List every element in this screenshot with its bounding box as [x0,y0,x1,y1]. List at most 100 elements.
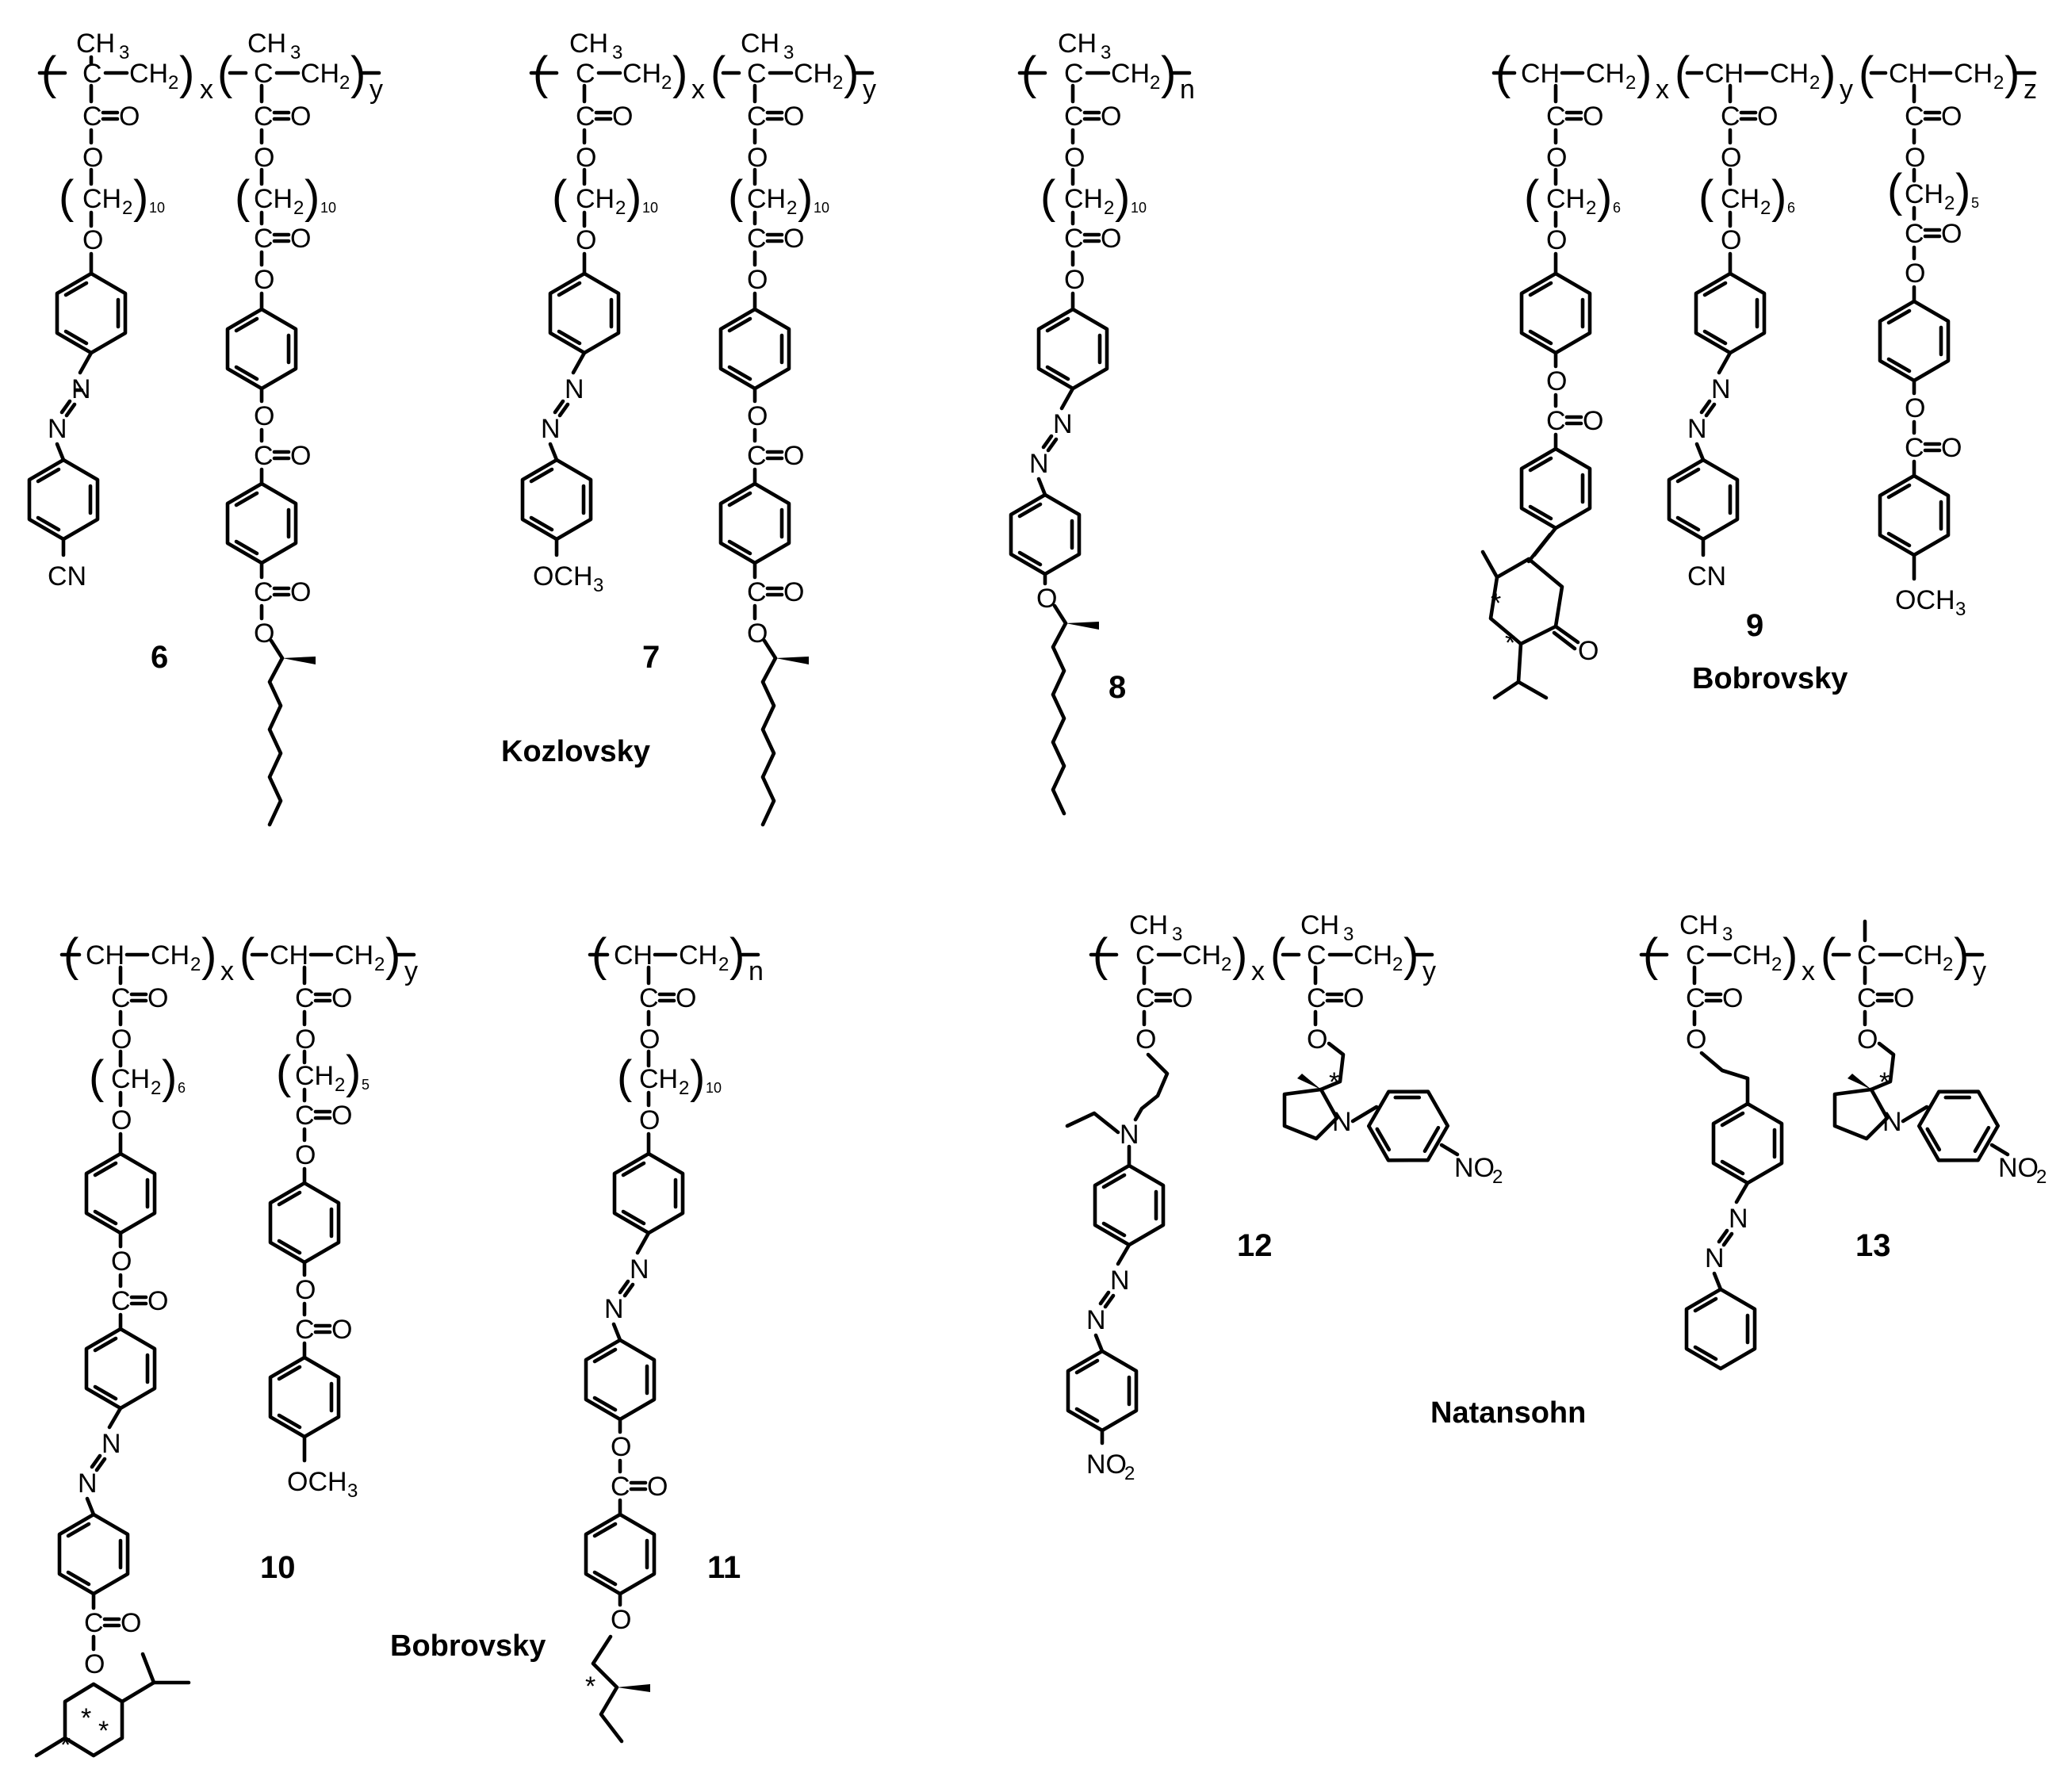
svg-text:CH: CH [1770,59,1809,89]
svg-text:y: y [369,75,383,105]
svg-text:NO: NO [1998,1153,2039,1183]
svg-text:): ) [162,1051,177,1103]
svg-text:O: O [576,143,596,173]
svg-text:O: O [119,101,140,132]
svg-text:C: C [254,59,274,89]
svg-text:(: ( [276,1047,291,1098]
svg-text:2: 2 [1150,72,1160,94]
svg-text:CH: CH [679,940,718,971]
svg-text:C: C [747,441,767,471]
svg-text:6: 6 [1787,200,1795,216]
compound-label-10: 10 [260,1550,296,1585]
svg-text:2: 2 [190,954,201,975]
svg-text:CH: CH [576,184,615,214]
svg-text:C: C [1064,224,1084,254]
svg-text:): ) [672,48,687,99]
svg-text:OCH: OCH [1895,585,1955,615]
svg-text:N: N [630,1254,649,1285]
svg-text:*: * [1879,1067,1890,1097]
svg-text:O: O [82,225,103,255]
svg-text:2: 2 [293,197,304,219]
svg-text:N: N [1086,1305,1106,1335]
svg-text:6: 6 [178,1080,186,1096]
svg-text:O: O [639,1105,660,1135]
svg-text:O: O [1905,143,1925,173]
svg-text:C: C [1546,406,1566,436]
svg-text:x: x [220,956,234,986]
svg-text:O: O [611,1605,631,1635]
svg-text:3: 3 [612,42,622,63]
svg-text:y: y [1973,956,1986,986]
svg-text:C: C [1307,940,1327,971]
svg-text:C: C [1686,940,1706,971]
svg-text:(: ( [1887,165,1902,216]
svg-text:O: O [747,143,768,173]
svg-text:O: O [611,1432,631,1462]
svg-text:O: O [295,1140,316,1170]
svg-text:x: x [691,75,705,105]
svg-text:2: 2 [1492,1166,1503,1188]
svg-text:C: C [611,1472,630,1502]
svg-text:O: O [1546,225,1567,255]
svg-text:NO: NO [1086,1449,1127,1480]
svg-text:): ) [2004,48,2020,99]
svg-text:N: N [541,414,561,444]
svg-text:*: * [1491,588,1501,618]
svg-text:C: C [254,441,274,471]
svg-text:2: 2 [339,72,350,94]
svg-text:C: C [747,224,767,254]
svg-text:OCH: OCH [287,1467,347,1497]
svg-text:5: 5 [362,1077,369,1093]
svg-text:2: 2 [1221,954,1231,975]
svg-text:10: 10 [1131,200,1147,216]
svg-text:3: 3 [1101,42,1111,63]
svg-text:3: 3 [1722,924,1733,945]
svg-text:CH: CH [301,59,339,89]
svg-text:O: O [1135,1024,1156,1055]
svg-text:2: 2 [1809,72,1820,94]
svg-text:y: y [404,956,418,986]
svg-text:(: ( [1675,48,1690,99]
svg-text:): ) [1771,171,1786,223]
svg-text:2: 2 [1944,193,1955,214]
svg-text:CH: CH [1546,184,1585,214]
svg-text:CN: CN [1687,561,1726,592]
svg-text:C: C [1307,983,1327,1013]
svg-text:): ) [1403,929,1419,981]
svg-text:CH: CH [1905,179,1943,209]
svg-text:N: N [1729,1204,1748,1234]
compound-label-12: 12 [1237,1228,1273,1263]
svg-text:): ) [1821,48,1836,99]
svg-text:2: 2 [661,72,672,94]
svg-text:O: O [1905,393,1925,423]
svg-text:O: O [1721,225,1741,255]
svg-text:O: O [1546,143,1567,173]
svg-text:3: 3 [1172,924,1182,945]
svg-text:O: O [331,1315,352,1345]
svg-text:2: 2 [679,1078,689,1099]
svg-text:(: ( [1698,171,1713,223]
svg-text:O: O [783,577,804,607]
svg-text:*: * [1329,1067,1339,1097]
svg-text:): ) [1161,48,1176,99]
author-bobrovsky-bottom: Bobrovsky [390,1629,546,1663]
svg-text:): ) [1597,171,1612,223]
svg-text:O: O [111,1105,132,1135]
svg-text:O: O [576,225,596,255]
svg-text:): ) [1115,171,1130,223]
svg-text:C: C [1857,983,1877,1013]
svg-text:C: C [295,1101,315,1131]
svg-text:O: O [290,577,311,607]
svg-text:): ) [346,1047,361,1098]
svg-text:(: ( [728,171,743,223]
structure-9: ( CH CH 2 ) x ( CH CH 2 ) y ( CH CH 2 ) … [1480,48,2037,700]
svg-text:O: O [331,983,352,1013]
svg-text:O: O [84,1649,105,1679]
svg-text:O: O [1036,584,1057,614]
svg-text:2: 2 [335,1074,345,1096]
svg-text:10: 10 [706,1080,722,1096]
svg-text:(: ( [89,1051,104,1103]
svg-text:C: C [254,224,274,254]
svg-text:CH: CH [741,29,779,59]
svg-text:): ) [304,171,320,223]
